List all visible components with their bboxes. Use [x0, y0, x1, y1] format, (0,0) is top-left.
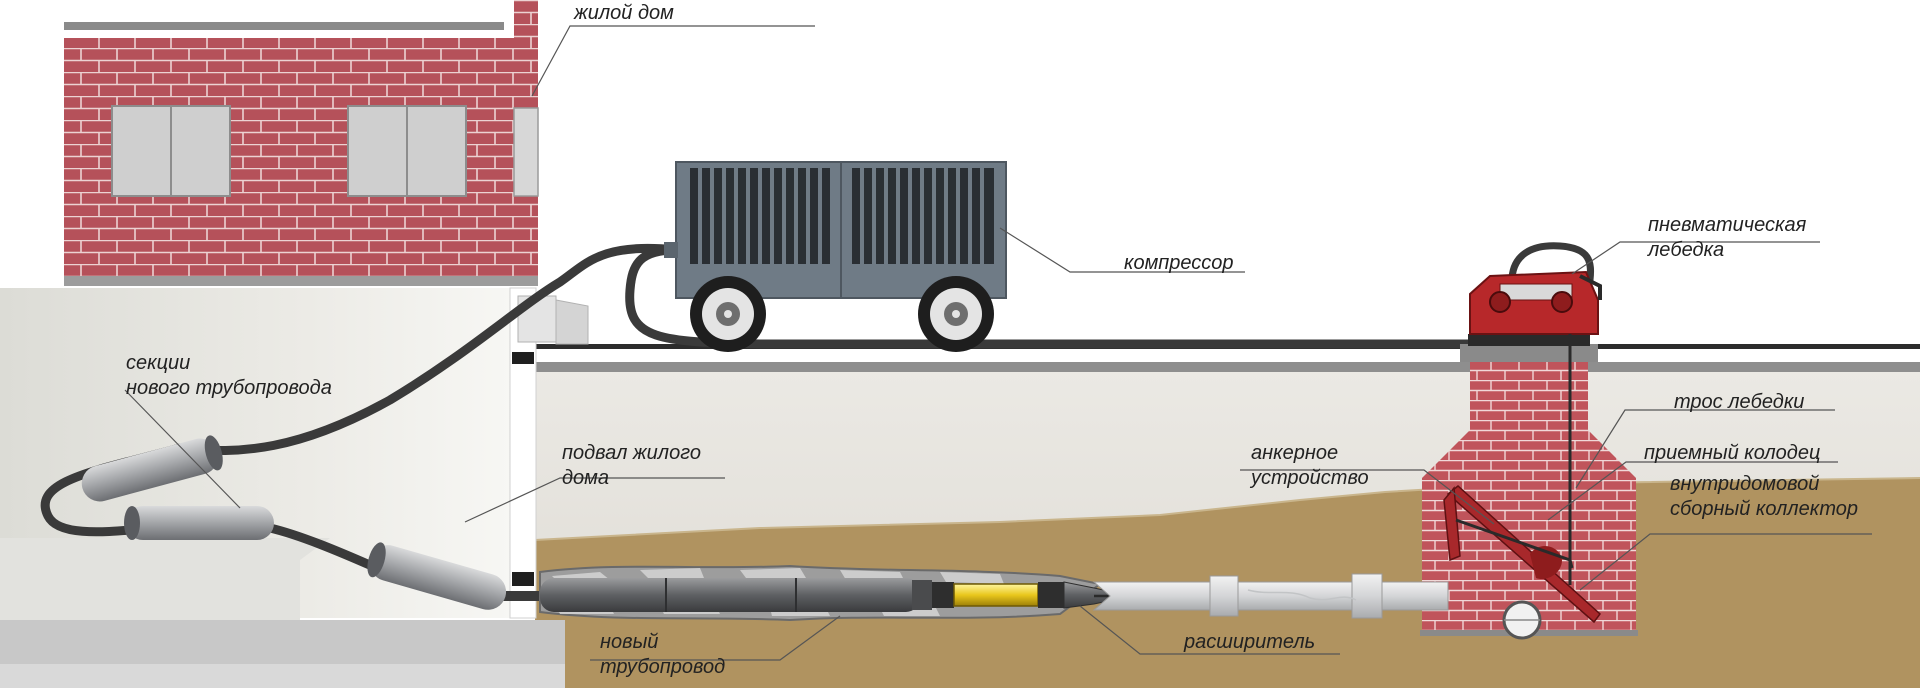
label-compressor: компрессор [1124, 251, 1234, 276]
label-pipe-sections: секции нового трубопровода [126, 351, 332, 401]
house-window-right [347, 105, 467, 197]
label-basement: подвал жилого дома [562, 441, 701, 491]
basement [0, 287, 565, 688]
house-window-left [111, 105, 231, 197]
label-receiving-well-text: приемный колодец [1644, 442, 1821, 464]
collector-pipe [1502, 600, 1542, 640]
pipe-sections [81, 435, 507, 610]
compressor-wheel-right [918, 276, 994, 352]
label-house-text: жилой дом [574, 2, 674, 24]
label-collector: внутридомовой сборный коллектор [1670, 472, 1858, 522]
anchor-device [1443, 485, 1602, 624]
label-pipe-sections-line1: секции [126, 352, 191, 374]
label-anchor-line1: анкерное [1251, 442, 1339, 464]
label-new-pipeline-line1: новый [600, 631, 659, 653]
label-winch: пневматическая лебедка [1648, 213, 1806, 263]
label-new-pipeline: новый трубопровод [600, 630, 725, 680]
label-expander: расширитель [1184, 630, 1315, 655]
residential-house [64, 0, 589, 345]
label-collector-line2: сборный коллектор [1670, 498, 1859, 520]
label-anchor: анкерное устройство [1251, 441, 1369, 491]
leader-lines [124, 25, 1872, 661]
label-winch-cable: трос лебедки [1674, 390, 1804, 415]
new-pipeline [540, 578, 932, 612]
label-house: жилой дом [574, 1, 674, 26]
label-basement-line2: дома [562, 467, 610, 489]
label-winch-line2: лебедка [1648, 239, 1725, 261]
pneumatic-winch [1468, 270, 1602, 585]
label-expander-text: расширитель [1184, 631, 1316, 653]
label-winch-line1: пневматическая [1648, 214, 1807, 236]
label-basement-line1: подвал жилого [562, 442, 701, 464]
compressor [664, 161, 1007, 352]
label-pipe-sections-line2: нового трубопровода [126, 377, 332, 399]
label-anchor-line2: устройство [1251, 467, 1369, 489]
label-winch-cable-text: трос лебедки [1674, 391, 1805, 413]
label-new-pipeline-line2: трубопровод [600, 656, 726, 678]
label-receiving-well: приемный колодец [1644, 441, 1820, 466]
compressor-wheel-left [690, 276, 766, 352]
label-compressor-text: компрессор [1124, 252, 1234, 274]
label-collector-line1: внутридомовой [1670, 473, 1820, 495]
old-pipeline [1092, 573, 1449, 619]
